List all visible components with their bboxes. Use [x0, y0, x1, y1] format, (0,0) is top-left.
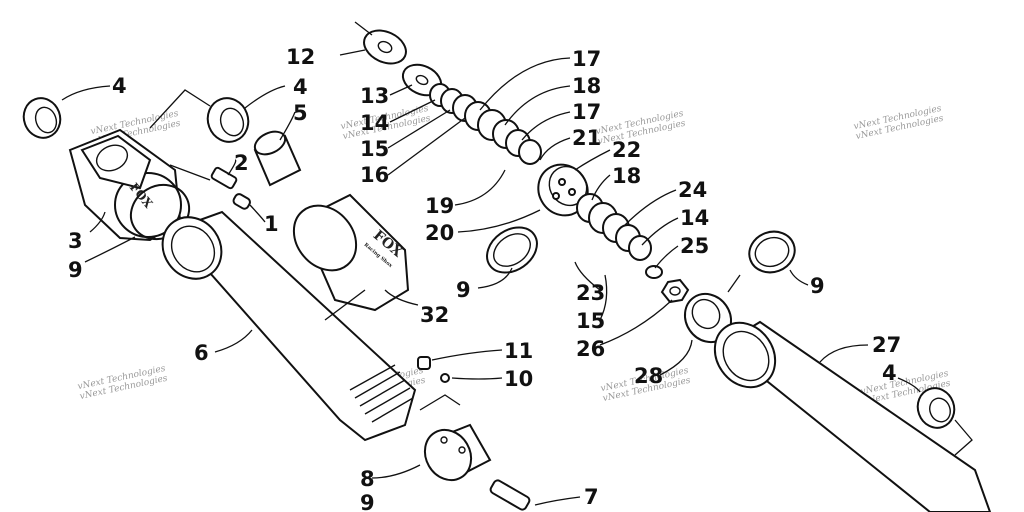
bushing-4-right [916, 387, 956, 429]
o-ring-9-center [486, 226, 538, 274]
shim-stack-upper [429, 83, 542, 165]
label-9-left: 9 [68, 258, 83, 282]
label-9-center: 9 [456, 278, 471, 302]
label-4-center: 4 [293, 75, 308, 99]
piston-22 [537, 163, 589, 217]
sleeve-5 [253, 130, 302, 187]
label-32: 32 [420, 303, 449, 327]
label-2: 2 [234, 151, 249, 175]
reservoir-32: FOX Racing Shox [292, 193, 410, 321]
label-17-mid: 17 [572, 100, 601, 124]
label-5: 5 [293, 101, 308, 125]
label-14-lower: 14 [680, 206, 709, 230]
axis-line-top [354, 21, 373, 36]
valve-cap-1 [232, 193, 251, 210]
o-ring-9-right [748, 230, 796, 274]
shim-stack-lower [576, 193, 663, 279]
end-cap-8 [423, 423, 492, 482]
shock-body-27 [713, 320, 992, 512]
washer-12 [363, 29, 407, 65]
label-8: 8 [360, 467, 375, 491]
label-19: 19 [425, 194, 454, 218]
label-12: 12 [286, 45, 315, 69]
part-labels: 4 12 4 5 2 1 3 9 6 13 14 15 16 17 18 17 … [68, 45, 901, 512]
label-28: 28 [634, 364, 663, 388]
label-22: 22 [612, 138, 641, 162]
label-13: 13 [360, 84, 389, 108]
label-18-top: 18 [572, 74, 601, 98]
label-15-lower: 15 [576, 309, 605, 333]
label-15-top: 15 [360, 137, 389, 161]
label-4-right: 4 [882, 361, 897, 385]
label-1: 1 [264, 212, 279, 236]
shock-eye-cap-3: FOX [68, 128, 182, 242]
label-10: 10 [504, 367, 533, 391]
ball-10 [440, 373, 450, 383]
label-21: 21 [572, 126, 601, 150]
label-3: 3 [68, 229, 83, 253]
piston-pin-11 [417, 356, 431, 370]
label-9-right: 9 [810, 274, 825, 298]
label-14-top: 14 [360, 111, 389, 135]
bleed-valve-7 [489, 479, 531, 511]
bushing-4-center [206, 97, 250, 143]
connector-top-left [149, 89, 211, 129]
label-11: 11 [504, 339, 533, 363]
label-4-left: 4 [112, 74, 127, 98]
connector-valve [169, 164, 211, 181]
label-18-lower: 18 [612, 164, 641, 188]
label-16: 16 [360, 163, 389, 187]
bushing-4-left [22, 97, 62, 139]
label-26: 26 [576, 337, 605, 361]
label-17-top: 17 [572, 47, 601, 71]
label-23: 23 [576, 281, 605, 305]
label-6: 6 [194, 341, 209, 365]
label-24: 24 [678, 178, 707, 202]
nut-25 [660, 278, 690, 304]
label-20: 20 [425, 221, 454, 245]
label-7: 7 [584, 485, 599, 509]
valve-stem-2 [210, 166, 238, 190]
label-9-bottom: 9 [360, 491, 375, 512]
shock-body-6 [161, 210, 417, 442]
leader-lines [61, 49, 973, 506]
label-25: 25 [680, 234, 709, 258]
connector-10-11 [419, 394, 461, 411]
label-27: 27 [872, 333, 901, 357]
